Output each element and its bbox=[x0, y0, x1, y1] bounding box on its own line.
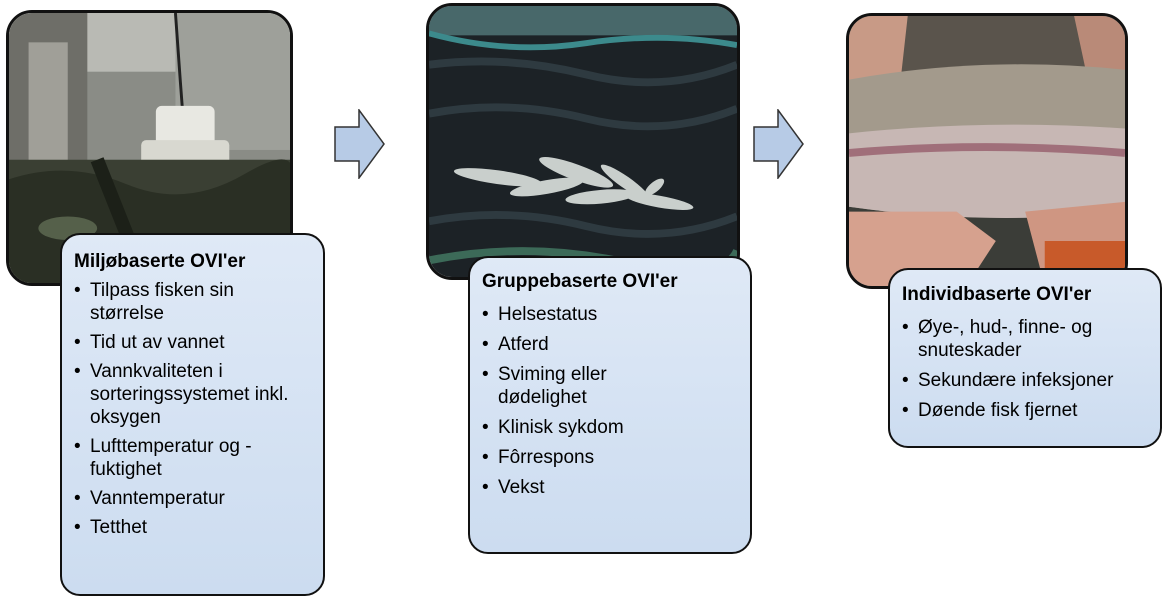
card-title: Miljøbaserte OVI'er bbox=[74, 251, 313, 273]
photo-fish-pen bbox=[426, 3, 740, 280]
card-individual-ovi: Individbaserte OVI'er Øye-, hud-, finne-… bbox=[888, 268, 1162, 448]
flow-arrow-2 bbox=[753, 109, 805, 179]
list-item: Vekst bbox=[482, 476, 740, 499]
list-item: Øye-, hud-, finne- og snuteskader bbox=[902, 316, 1152, 362]
card-list: Tilpass fisken sin størrelse Tid ut av v… bbox=[74, 279, 313, 539]
list-item: Sekundære infeksjoner bbox=[902, 369, 1152, 392]
list-item: Sviming eller dødelighet bbox=[482, 363, 618, 409]
list-item: Klinisk sykdom bbox=[482, 416, 740, 439]
card-title: Gruppebaserte OVI'er bbox=[482, 271, 740, 293]
list-item: Døende fisk fjernet bbox=[902, 399, 1152, 422]
list-item: Tetthet bbox=[74, 516, 313, 539]
list-item: Atferd bbox=[482, 333, 740, 356]
list-item: Lufttemperatur og -fuktighet bbox=[74, 435, 313, 481]
card-environment-ovi: Miljøbaserte OVI'er Tilpass fisken sin s… bbox=[60, 233, 325, 596]
card-list: Øye-, hud-, finne- og snuteskader Sekund… bbox=[902, 316, 1152, 422]
arrow-right-icon bbox=[753, 109, 805, 179]
list-item: Tilpass fisken sin størrelse bbox=[74, 279, 313, 325]
list-item: Fôrrespons bbox=[482, 446, 740, 469]
card-title: Individbaserte OVI'er bbox=[902, 284, 1152, 306]
card-group-ovi: Gruppebaserte OVI'er Helsestatus Atferd … bbox=[468, 256, 752, 554]
list-item: Vannkvaliteten i sorteringssystemet inkl… bbox=[74, 360, 313, 429]
list-item: Vanntemperatur bbox=[74, 487, 313, 510]
flow-arrow-1 bbox=[334, 109, 386, 179]
list-item: Tid ut av vannet bbox=[74, 331, 313, 354]
card-list: Helsestatus Atferd Sviming eller dødelig… bbox=[482, 303, 740, 499]
photo-fish-in-hands bbox=[846, 13, 1128, 289]
arrow-right-icon bbox=[334, 109, 386, 179]
list-item: Helsestatus bbox=[482, 303, 740, 326]
